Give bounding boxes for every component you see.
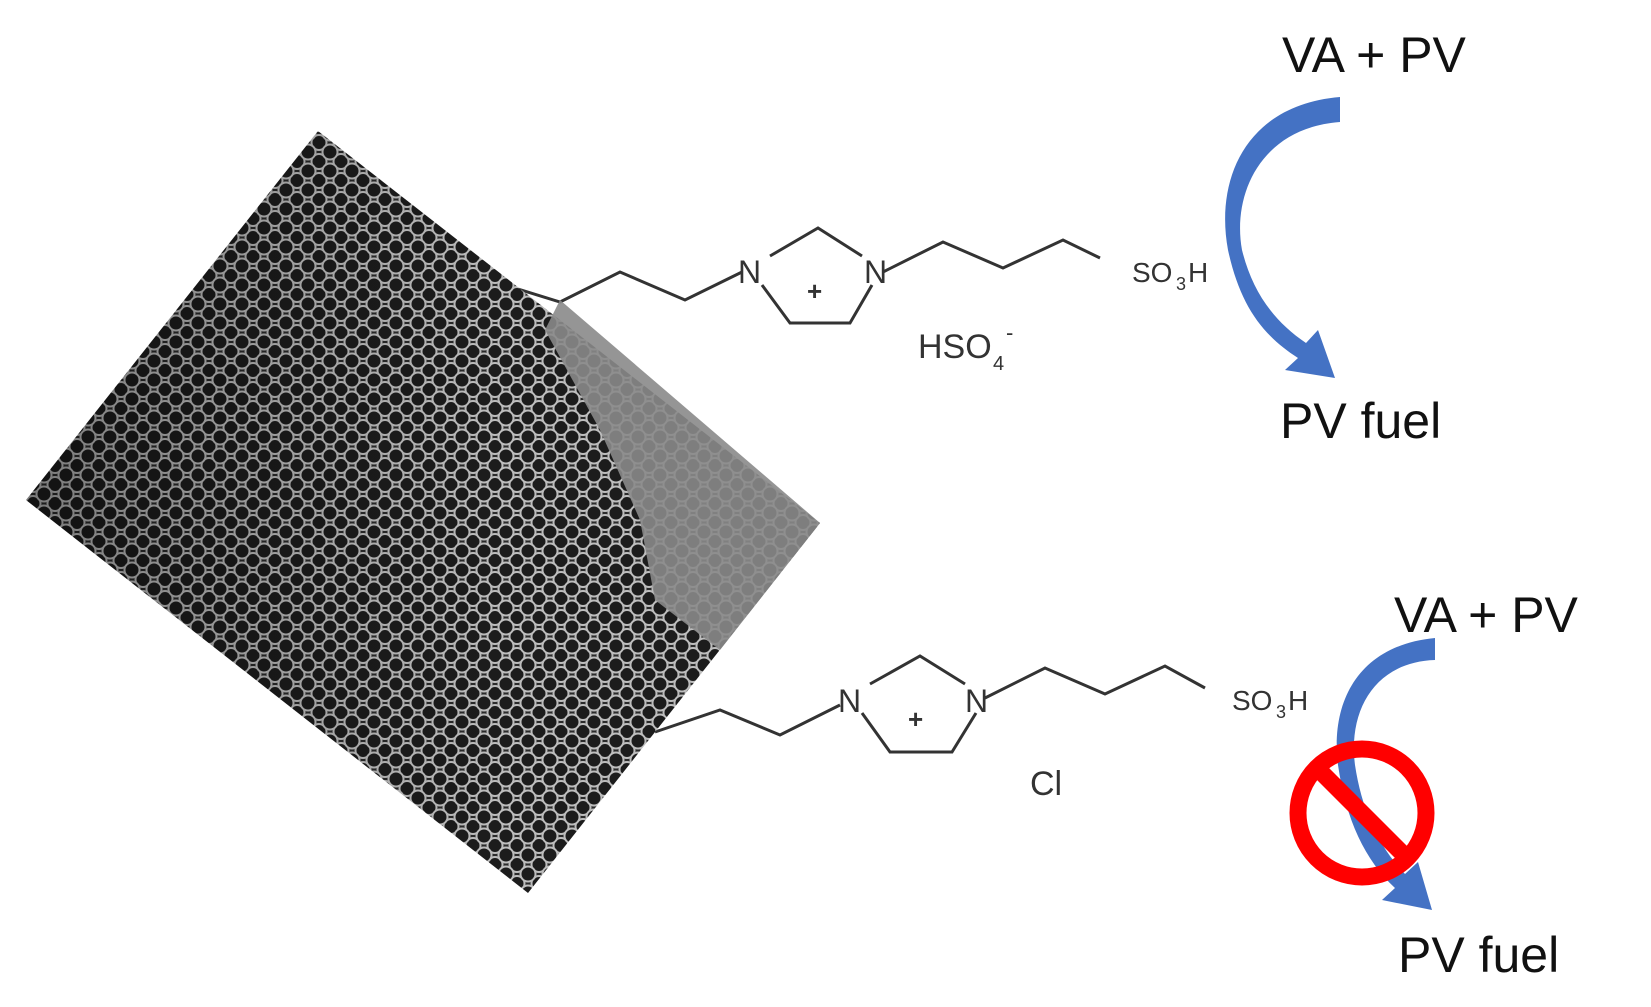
top-ring-bottom-bond xyxy=(760,284,874,325)
top-product-label: PV fuel xyxy=(1280,393,1441,449)
bottom-ring-bottom-bond xyxy=(860,712,978,754)
bottom-scheme-labels: VA + PV PV fuel xyxy=(1394,587,1579,983)
prohibited-icon xyxy=(1289,740,1435,886)
bottom-so-label: SO xyxy=(1232,685,1272,716)
top-left-chain-bond xyxy=(504,270,743,304)
top-molecule-labels: N N + SO 3 H HSO 4 - xyxy=(738,254,1208,375)
bottom-right-chain-bond xyxy=(984,664,1206,700)
bottom-so-subscript: 3 xyxy=(1276,702,1286,722)
tem-micrograph xyxy=(26,131,820,893)
top-anion-superscript: - xyxy=(1006,320,1013,345)
top-n-left: N xyxy=(738,254,761,290)
bottom-curved-arrow-icon xyxy=(1336,638,1435,910)
bottom-anion: Cl xyxy=(1030,765,1062,803)
bottom-reactants-label: VA + PV xyxy=(1394,587,1579,643)
top-ring-top-bond xyxy=(769,226,863,258)
bottom-n-left: N xyxy=(838,683,861,719)
top-so-label: SO xyxy=(1132,257,1172,288)
top-molecule xyxy=(504,226,1101,325)
bottom-plus-sign: + xyxy=(908,704,923,734)
bottom-ring-top-bond xyxy=(869,654,966,686)
top-right-chain-bond xyxy=(882,238,1101,274)
top-scheme-labels: VA + PV PV fuel xyxy=(1280,27,1467,449)
top-plus-sign: + xyxy=(807,276,822,306)
bottom-left-chain-bond xyxy=(654,703,841,737)
bottom-molecule xyxy=(654,654,1206,754)
bottom-product-label: PV fuel xyxy=(1398,927,1559,983)
top-h-label: H xyxy=(1188,257,1208,288)
top-reactants-label: VA + PV xyxy=(1282,27,1467,83)
bottom-molecule-labels: N N + SO 3 H Cl xyxy=(838,683,1308,803)
top-n-right: N xyxy=(864,254,887,290)
top-curved-arrow-icon xyxy=(1225,97,1340,378)
bottom-n-right: N xyxy=(965,683,988,719)
top-anion: HSO xyxy=(918,328,992,366)
top-so-subscript: 3 xyxy=(1176,274,1186,294)
bottom-h-label: H xyxy=(1288,685,1308,716)
top-anion-subscript: 4 xyxy=(993,353,1004,375)
